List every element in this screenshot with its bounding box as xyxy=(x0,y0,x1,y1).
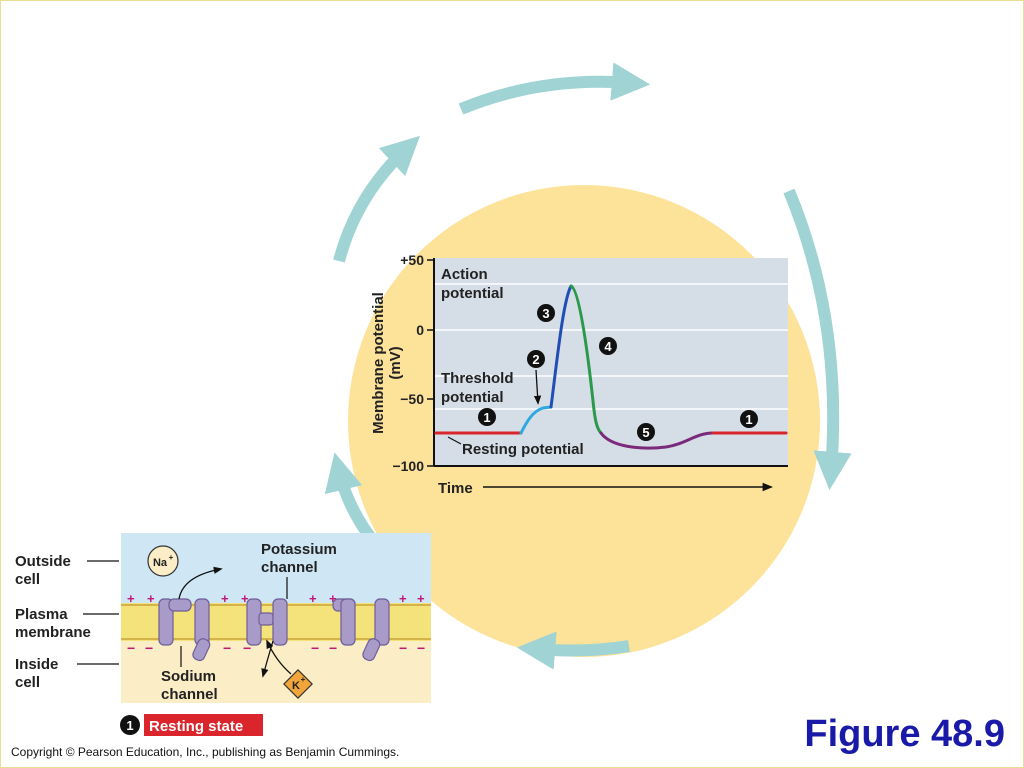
cycle-arrow-right xyxy=(783,188,852,491)
svg-text:−: − xyxy=(145,640,153,656)
svg-text:−: − xyxy=(127,640,135,656)
potassium-channel xyxy=(246,598,288,646)
resting-potential-label: Resting potential xyxy=(462,441,584,458)
step-marker-4: 4 xyxy=(599,337,617,355)
step-marker-1-start: 1 xyxy=(478,408,496,426)
y-tick-plus50: +50 xyxy=(400,252,424,268)
svg-text:5: 5 xyxy=(642,425,649,440)
cycle-arrow-top xyxy=(458,62,651,115)
y-tick-minus50: −50 xyxy=(400,391,424,407)
potassium-ion-label: K xyxy=(292,680,300,692)
copyright-notice: Copyright © Pearson Education, Inc., pub… xyxy=(11,745,400,759)
y-tick-0: 0 xyxy=(416,322,424,338)
resting-state-banner xyxy=(144,714,263,736)
sodium-flow-arrow xyxy=(178,566,223,600)
potassium-channel-label-2: channel xyxy=(261,559,318,576)
inside-cell-region xyxy=(121,641,431,703)
action-potential-label-1: Action xyxy=(441,266,488,283)
step-marker-1-end: 1 xyxy=(740,410,758,428)
sodium-channel-label-2: channel xyxy=(161,686,218,703)
resting-state-label: Resting state xyxy=(149,718,243,735)
curve-depolarizing xyxy=(519,405,553,435)
resting-potential-leader xyxy=(447,436,462,445)
svg-text:−: − xyxy=(399,640,407,656)
svg-text:+: + xyxy=(241,591,249,606)
svg-text:−: − xyxy=(243,640,251,656)
action-potential-label-2: potential xyxy=(441,285,504,302)
step-marker-5: 5 xyxy=(637,423,655,441)
svg-text:+: + xyxy=(127,591,135,606)
sodium-channel-2 xyxy=(332,598,390,662)
step-marker-3: 3 xyxy=(537,304,555,322)
curve-undershoot xyxy=(599,431,715,450)
curve-rising-phase xyxy=(549,284,573,409)
outside-cell-label-2: cell xyxy=(15,571,40,588)
potassium-flow-arrow xyxy=(266,639,292,675)
y-axis-title-line2: (mV) xyxy=(387,346,404,379)
inside-negative-charges: −− −− −− −− xyxy=(127,640,425,656)
sodium-ion-label: Na xyxy=(153,557,168,569)
svg-text:+: + xyxy=(329,591,337,606)
svg-text:−: − xyxy=(311,640,319,656)
y-axis-title: Membrane potential (mV) xyxy=(370,292,404,434)
y-axis-title-line1: Membrane potential xyxy=(370,292,387,434)
cycle-arrows xyxy=(324,62,852,670)
svg-text:1: 1 xyxy=(745,412,752,427)
svg-text:2: 2 xyxy=(532,352,539,367)
svg-text:3: 3 xyxy=(542,306,549,321)
graph-plot-area xyxy=(434,258,788,466)
resting-state-caption: 1 Resting state xyxy=(120,714,263,736)
svg-text:+: + xyxy=(221,591,229,606)
svg-text:+: + xyxy=(309,591,317,606)
resting-state-membrane-panel: ++ ++ ++ ++ −− −− −− −− xyxy=(121,533,431,703)
svg-text:+: + xyxy=(399,591,407,606)
y-tick-minus100: −100 xyxy=(392,458,424,474)
threshold-potential-label-2: potential xyxy=(441,389,504,406)
inside-cell-label-2: cell xyxy=(15,674,40,691)
membrane-side-labels: Outside cell Plasma membrane Inside cell xyxy=(15,553,119,691)
sodium-ion-charge: + xyxy=(169,553,174,562)
sodium-channel-label-1: Sodium xyxy=(161,668,216,685)
sodium-ion: Na + xyxy=(147,545,179,577)
svg-text:4: 4 xyxy=(604,339,612,354)
resting-state-number: 1 xyxy=(126,718,133,733)
inside-cell-label-1: Inside xyxy=(15,656,58,673)
svg-text:1: 1 xyxy=(483,410,490,425)
action-potential-curve xyxy=(434,284,788,450)
svg-text:−: − xyxy=(223,640,231,656)
cycle-arrow-upper-left xyxy=(333,135,420,263)
svg-text:+: + xyxy=(417,591,425,606)
svg-text:+: + xyxy=(147,591,155,606)
curve-falling-phase xyxy=(569,284,603,435)
threshold-arrow xyxy=(533,369,542,405)
sodium-channel xyxy=(158,598,211,662)
outside-positive-charges: + + + + + + + + xyxy=(127,591,425,606)
potassium-ion-charge: + xyxy=(301,675,306,684)
step-marker-2: 2 xyxy=(527,350,545,368)
plasma-membrane-label-1: Plasma xyxy=(15,606,68,623)
potassium-channel-label-1: Potassium xyxy=(261,541,337,558)
membrane-potential-graph: +50 0 −50 −100 Membrane potential (mV) T… xyxy=(370,252,788,497)
threshold-potential-label-1: Threshold xyxy=(441,370,514,387)
svg-text:−: − xyxy=(417,640,425,656)
potassium-flow-arrow-2 xyxy=(261,640,274,678)
figure-title: Figure 48.9 xyxy=(804,713,1005,755)
cycle-arrow-bottom xyxy=(516,631,630,670)
x-axis-title: Time xyxy=(438,480,473,497)
svg-text:−: − xyxy=(329,640,337,656)
outside-cell-label-1: Outside xyxy=(15,553,71,570)
potassium-ion: K + xyxy=(283,669,313,699)
plasma-membrane-label-2: membrane xyxy=(15,624,91,641)
